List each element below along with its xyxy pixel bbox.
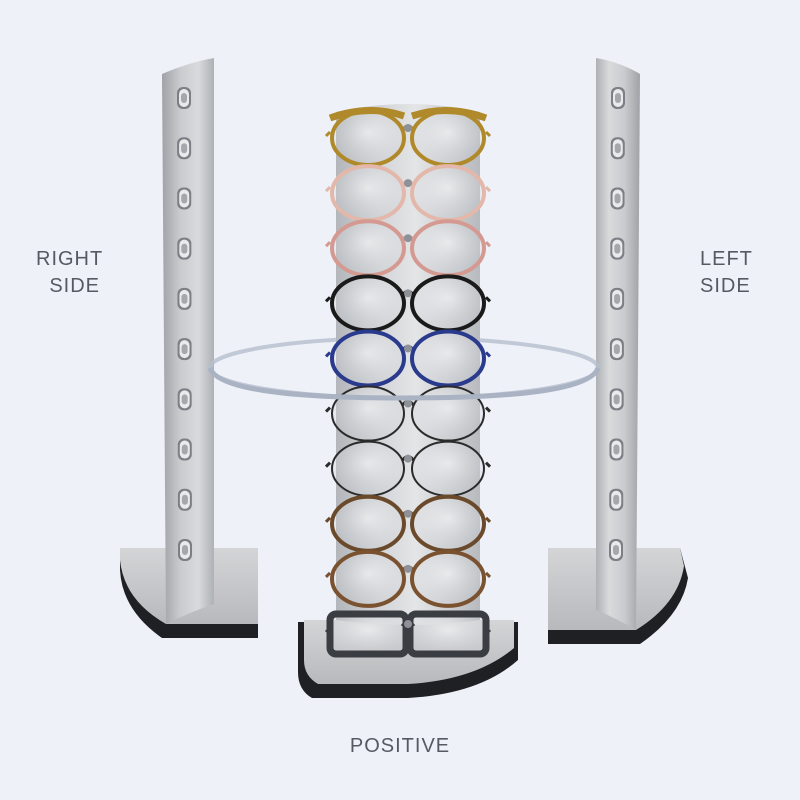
display-hook — [609, 539, 623, 561]
eyeglasses — [324, 549, 492, 608]
display-hook — [177, 287, 192, 310]
display-hook — [610, 287, 625, 310]
display-hook — [609, 438, 624, 461]
display-hook — [178, 539, 192, 561]
display-hook — [177, 338, 192, 361]
display-hook — [609, 338, 624, 361]
rotation-ring-front — [207, 366, 601, 401]
eyeglasses — [324, 219, 492, 278]
eyeglasses — [324, 440, 492, 497]
label-line: RIGHT — [36, 248, 104, 270]
display-hook — [177, 388, 192, 411]
label-line: SIDE — [700, 275, 751, 297]
hook-column — [177, 87, 192, 561]
display-hook — [610, 187, 625, 210]
display-hook — [177, 137, 192, 160]
eyeglasses — [324, 610, 492, 658]
right-side-label: RIGHT SIDE — [36, 246, 104, 300]
label-line: LEFT — [700, 248, 753, 270]
label-line: POSITIVE — [349, 735, 451, 757]
display-hook — [611, 87, 625, 109]
display-hook — [609, 388, 624, 411]
eyeglasses — [324, 329, 492, 388]
display-hook — [177, 187, 192, 210]
display-hook — [177, 87, 191, 109]
left-side-label: LEFT SIDE — [700, 246, 764, 300]
display-hook — [177, 237, 192, 260]
glasses-column — [324, 106, 492, 658]
eyeglasses — [324, 164, 492, 223]
positive-stand — [207, 104, 601, 698]
display-hook — [609, 488, 624, 511]
display-hook — [610, 137, 625, 160]
display-hook — [177, 438, 192, 461]
right-side-stand — [120, 58, 258, 638]
display-hook — [177, 488, 192, 511]
left-side-stand — [548, 58, 688, 644]
hook-column — [609, 87, 625, 561]
label-line: SIDE — [49, 275, 100, 297]
positive-label: POSITIVE — [300, 733, 500, 760]
display-hook — [610, 237, 625, 260]
